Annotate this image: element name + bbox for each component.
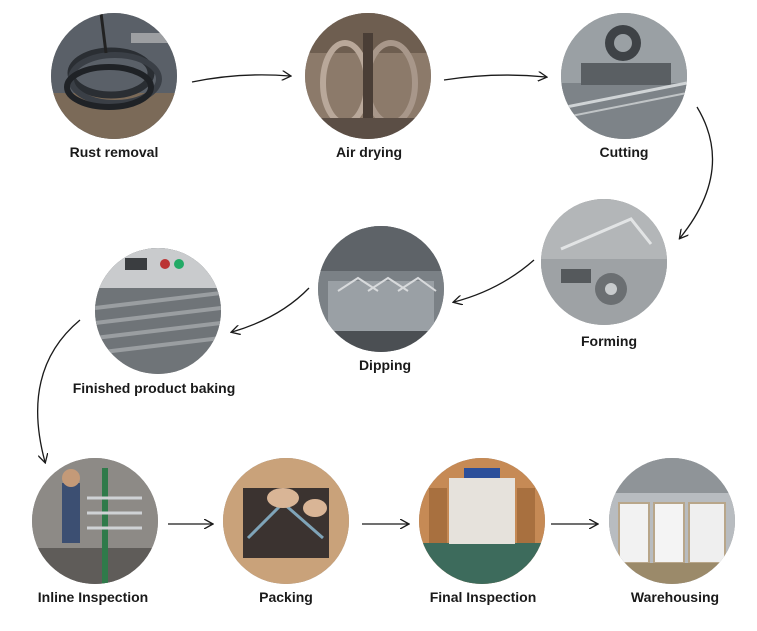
step-label: Forming — [581, 333, 637, 349]
baking-oven-photo — [95, 248, 221, 374]
arrow-rust-to-air — [191, 75, 290, 83]
cutting-machine-photo — [561, 13, 687, 139]
worker-inspection-photo — [32, 458, 158, 584]
drying-rack-photo — [305, 13, 431, 139]
step-label: Dipping — [358, 357, 412, 373]
arrow-air-to-cutting — [443, 75, 546, 80]
packing-box-photo — [223, 458, 349, 584]
step-label: Warehousing — [630, 589, 720, 605]
step-label: Packing — [259, 589, 313, 605]
step-label: Finished product baking — [72, 380, 236, 396]
forming-machine-photo — [541, 199, 667, 325]
step-label: Inline Inspection — [37, 589, 149, 605]
arrow-dipping-to-baking — [232, 287, 310, 332]
step-label: Cutting — [599, 144, 649, 160]
arrow-forming-to-dipping — [454, 259, 535, 302]
arrow-cutting-to-forming — [680, 106, 714, 238]
step-label: Final Inspection — [429, 589, 537, 605]
inspection-room-photo — [419, 458, 545, 584]
warehouse-stock-photo — [609, 458, 735, 584]
step-label: Rust removal — [69, 144, 159, 160]
step-label: Air drying — [335, 144, 403, 160]
wire-coils-photo — [51, 13, 177, 139]
dipping-tank-photo — [318, 226, 444, 352]
